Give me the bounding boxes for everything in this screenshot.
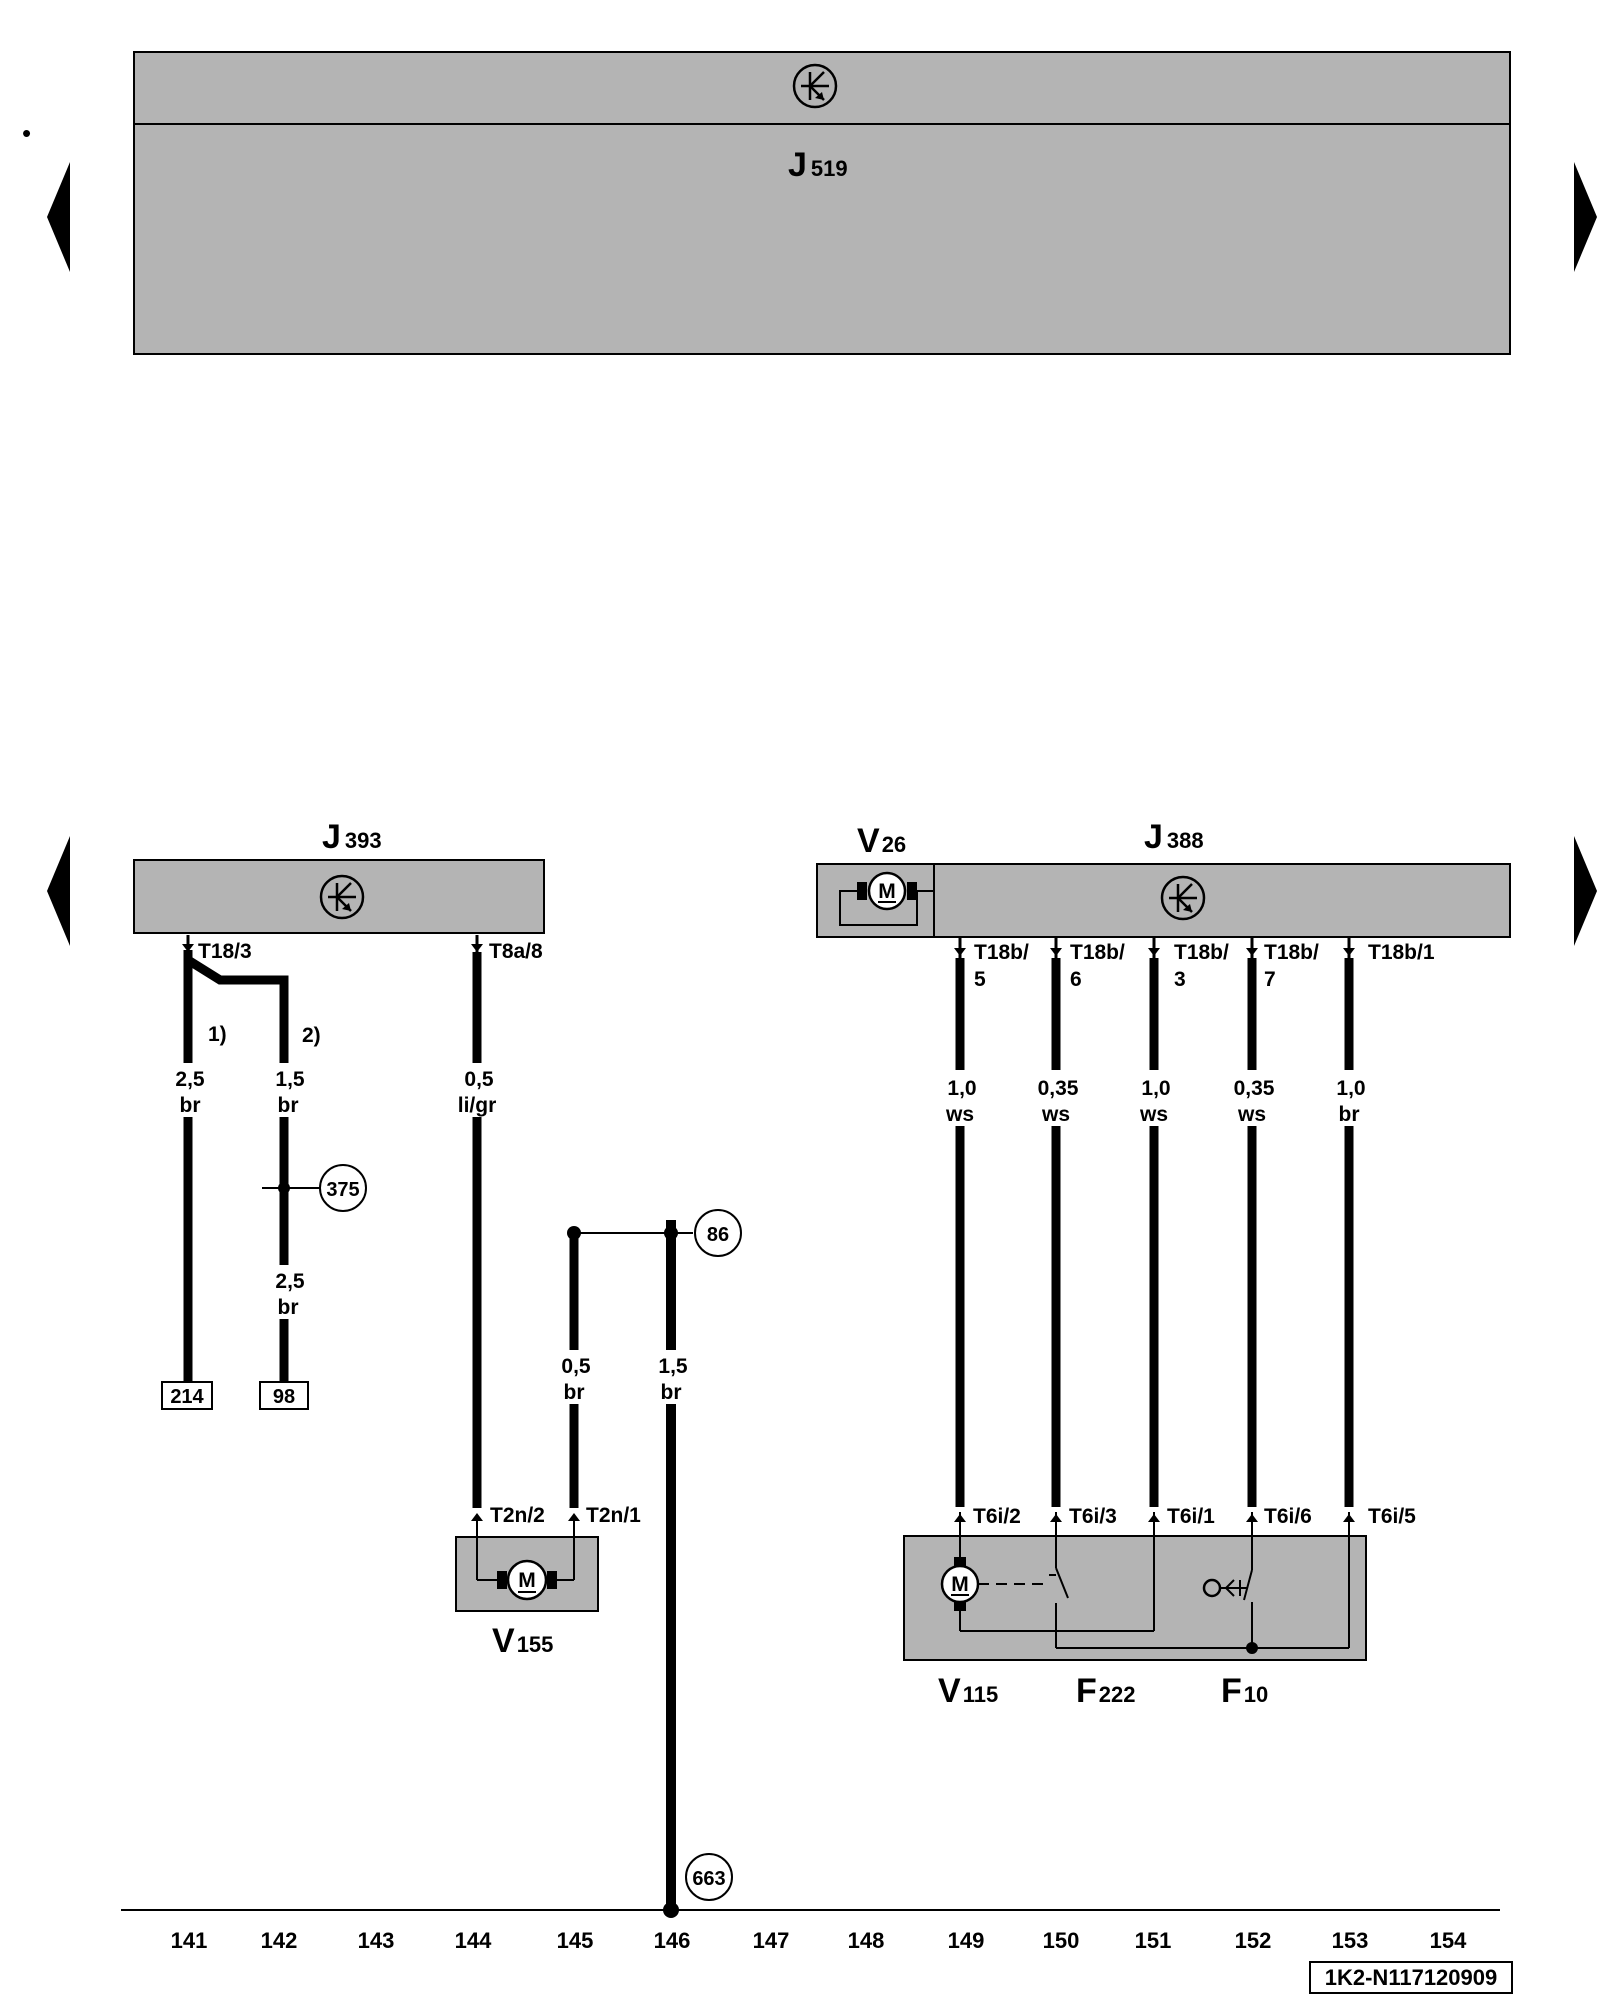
wire-141-color: br [180,1094,201,1117]
column-number: 150 [1043,1928,1080,1953]
connector-t18-3: T18/3 [198,940,252,963]
wire-specs: 2,5 br 1,5 br 2,5 br 0,5 li/gr 0,5 br 1,… [175,1068,1365,1404]
v115-f222-f10-unit: M V115 F222 F10 [903,1512,1367,1710]
wire-146-size: 1,5 [658,1355,688,1378]
switch-icon [1202,1512,1253,1648]
wire-144-size: 0,5 [464,1068,494,1091]
wire-153-size: 1,0 [1336,1077,1365,1100]
connector-arrows [182,944,1355,1522]
connector-t18b-7: T18b/ [1264,941,1319,964]
svg-text:M: M [878,880,896,903]
column-number: 148 [848,1928,885,1953]
column-numbers: 141 142 143 144 145 146 147 148 149 150 … [171,1928,1467,1953]
column-number: 154 [1430,1928,1467,1953]
connector-t18b-5-pin: 5 [974,968,986,991]
reference-663[interactable]: 663 [692,1868,725,1890]
wire-142b-color: br [278,1296,299,1319]
connector-t6i-3: T6i/3 [1069,1505,1117,1528]
previous-page-arrow[interactable] [47,162,70,272]
wires-149-153 [955,937,1354,1507]
v26-motor: M V26 [839,822,934,926]
variant-note-1: 1) [208,1023,227,1046]
wire-146-color: br [661,1381,682,1404]
column-number: 152 [1235,1928,1272,1953]
motor-icon: M [940,1557,980,1611]
wire-150-size: 0,35 [1038,1077,1079,1100]
connector-t18b-5: T18b/ [974,941,1029,964]
variant-note-2: 2) [302,1024,321,1047]
connector-t18b-6-pin: 6 [1070,968,1082,991]
connector-t18b-1: T18b/1 [1368,941,1435,964]
v155-motor: M V155 [455,1515,599,1660]
column-number: 151 [1135,1928,1172,1953]
column-number: 141 [171,1928,208,1953]
reference-box-214[interactable]: 214 [170,1386,204,1408]
f222-label: F222 [1076,1672,1136,1710]
connector-t18b-7-pin: 7 [1264,968,1276,991]
next-page-arrow-lower[interactable] [1574,836,1597,946]
f10-label: F10 [1221,1672,1268,1710]
column-number: 142 [261,1928,298,1953]
connector-t6i-1: T6i/1 [1167,1505,1215,1528]
wire-142a-color: br [278,1094,299,1117]
column-number: 144 [455,1928,492,1953]
reference-box-98[interactable]: 98 [273,1386,295,1408]
wire-145-color: br [564,1381,585,1404]
control-unit-icon [1160,875,1206,921]
wire-151-size: 1,0 [1141,1077,1170,1100]
wire-152-color: ws [1237,1103,1266,1126]
column-number: 153 [1332,1928,1369,1953]
column-number: 149 [948,1928,985,1953]
wire-150-color: ws [1041,1103,1070,1126]
document-id: 1K2-N117120909 [1325,1965,1497,1990]
motor-icon: M [497,1559,557,1601]
wire-151-color: ws [1139,1103,1168,1126]
connector-t6i-2: T6i/2 [973,1505,1021,1528]
column-number: 146 [654,1928,691,1953]
v155-label: V155 [492,1622,553,1660]
control-unit-icon [792,63,838,109]
wire-149-color: ws [945,1103,974,1126]
wire-142a-size: 1,5 [275,1068,305,1091]
wire-144-145: 86 663 [472,935,742,1918]
connector-t6i-6: T6i/6 [1264,1505,1312,1528]
motor-icon: M [857,871,917,911]
wire-142b-size: 2,5 [275,1270,305,1293]
wire-145-size: 0,5 [561,1355,591,1378]
column-number: 143 [358,1928,395,1953]
reference-375[interactable]: 375 [326,1179,359,1201]
control-unit-icon [319,874,365,920]
wire-153-color: br [1339,1103,1360,1126]
wire-149-size: 1,0 [947,1077,976,1100]
svg-text:M: M [518,1569,536,1592]
document-id-box [1309,1961,1513,1994]
page-bullet: • [22,118,31,148]
connector-t18b-6: T18b/ [1070,941,1125,964]
wire-144-color: li/gr [458,1094,497,1117]
reference-86[interactable]: 86 [707,1224,729,1246]
connector-t2n-2: T2n/2 [490,1504,545,1527]
wire-152-size: 0,35 [1234,1077,1275,1100]
column-number: 145 [557,1928,594,1953]
connector-t6i-5: T6i/5 [1368,1505,1416,1528]
connector-t2n-1: T2n/1 [586,1504,641,1527]
v115-label: V115 [938,1672,998,1710]
connector-t8a-8: T8a/8 [489,940,543,963]
previous-page-arrow-lower[interactable] [47,836,70,946]
svg-text:M: M [951,1573,969,1596]
connector-t18b-3-pin: 3 [1174,968,1186,991]
wire-141-size: 2,5 [175,1068,205,1091]
connector-t18b-3: T18b/ [1174,941,1229,964]
v26-label: V26 [857,822,906,860]
next-page-arrow[interactable] [1574,162,1597,272]
column-number: 147 [753,1928,790,1953]
wire-141-142: 375 214 98 [161,935,367,1410]
